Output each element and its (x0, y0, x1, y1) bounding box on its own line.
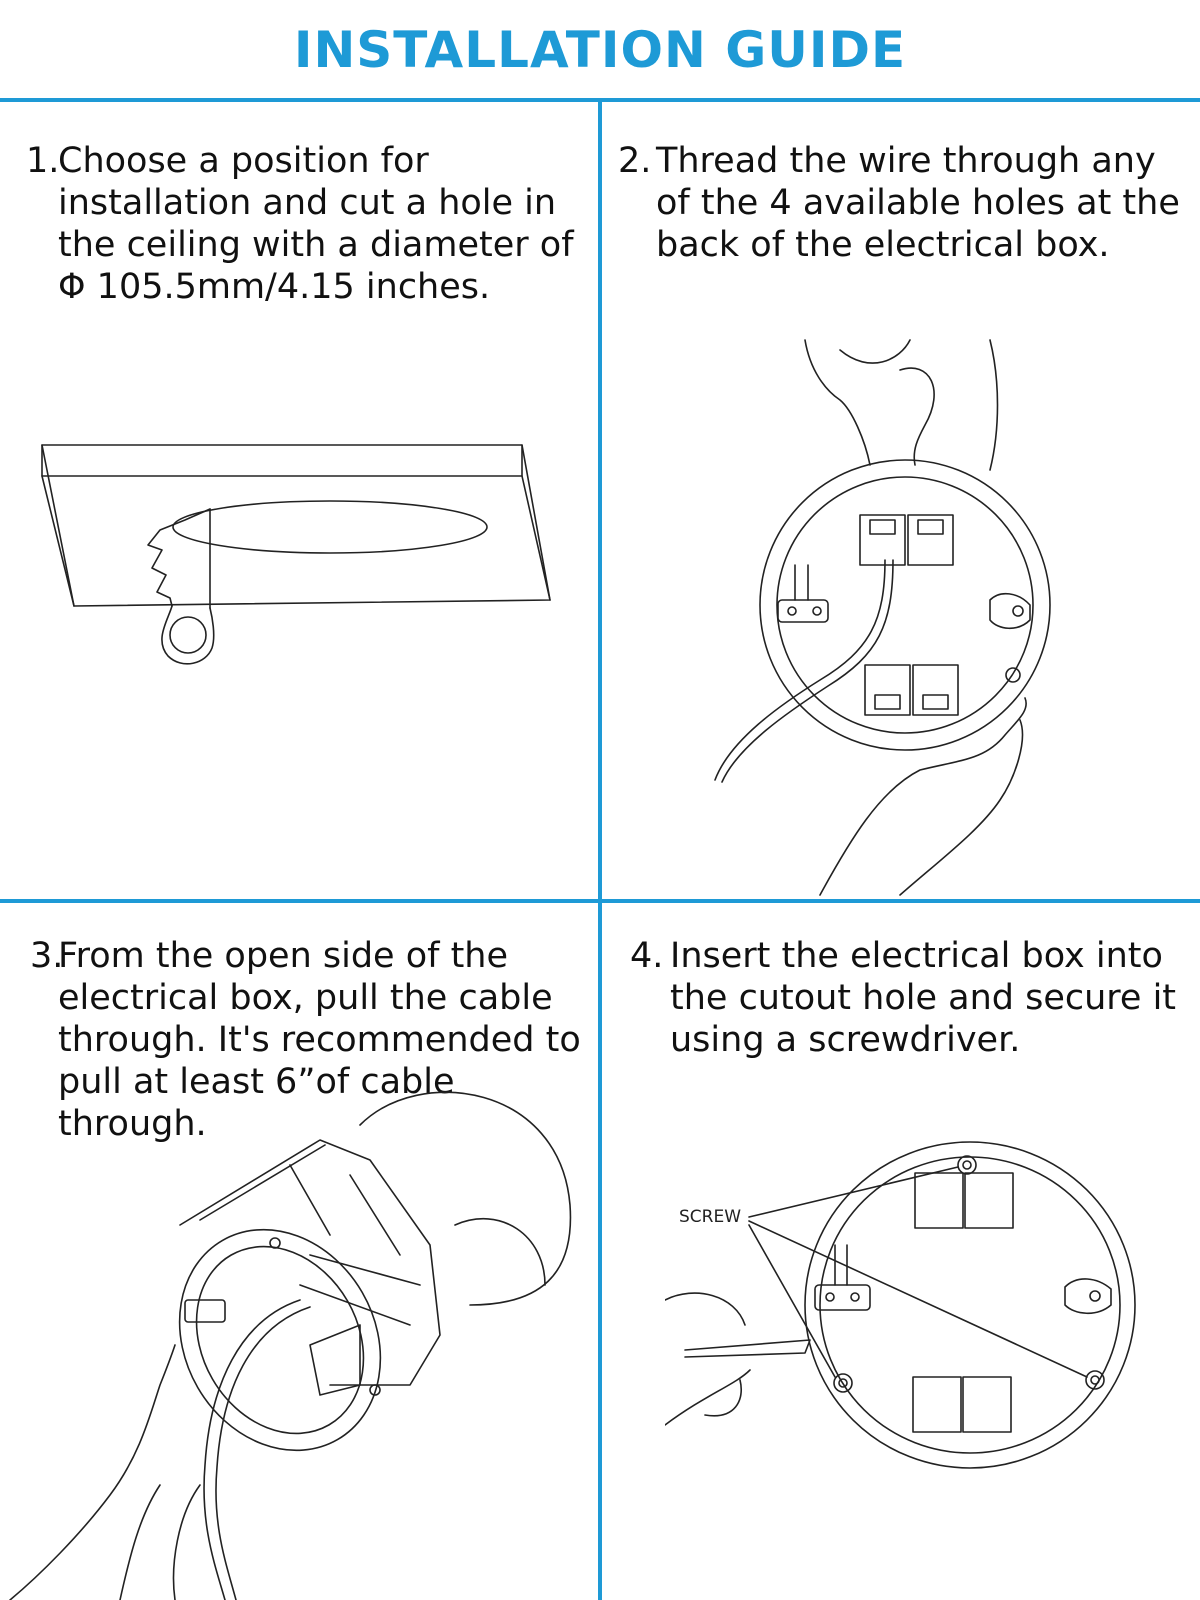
step-1: 1. Choose a position for installation an… (26, 140, 591, 308)
step-2-number: 2. (618, 141, 652, 181)
step-1-text: Choose a position for installation and c… (58, 141, 574, 307)
electrical-box-cable-illustration (0, 1085, 595, 1600)
step-2: 2. Thread the wire through any of the 4 … (618, 140, 1193, 266)
electrical-box-screws-illustration: SCREW (665, 1125, 1155, 1485)
step-2-text: Thread the wire through any of the 4 ava… (656, 141, 1180, 265)
step-4: 4. Insert the electrical box into the cu… (630, 935, 1192, 1061)
screw-label: SCREW (679, 1207, 741, 1227)
step-1-number: 1. (26, 141, 60, 181)
step-3-number: 3. (30, 936, 64, 976)
page-title: INSTALLATION GUIDE (293, 21, 907, 79)
ceiling-hole-saw-illustration (30, 430, 570, 690)
step-4-text: Insert the electrical box into the cutou… (670, 936, 1177, 1060)
electrical-box-wire-illustration (700, 320, 1090, 900)
center-divider (598, 98, 602, 1600)
step-3-text: From the open side of the electrical box… (58, 936, 581, 1144)
step-3: 3. From the open side of the electrical … (30, 935, 592, 1145)
step-4-number: 4. (630, 936, 664, 976)
